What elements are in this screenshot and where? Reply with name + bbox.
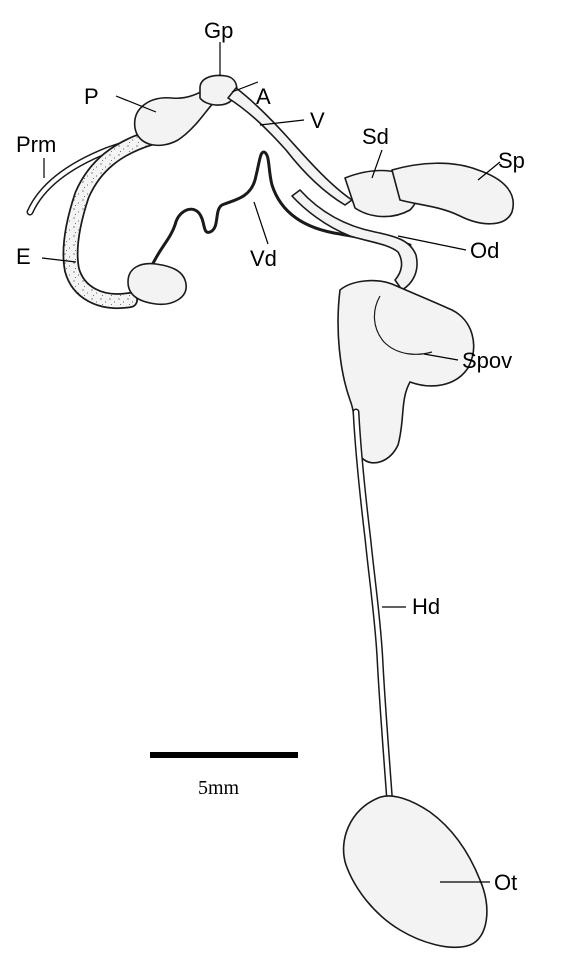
label-ot: Ot (494, 870, 517, 895)
label-hd: Hd (412, 594, 440, 619)
label-v: V (310, 108, 325, 133)
label-p: P (84, 84, 99, 109)
leader-vd (254, 202, 268, 244)
label-sd: Sd (362, 124, 389, 149)
label-od: Od (470, 238, 499, 263)
label-gp: Gp (204, 18, 233, 43)
scale-bar-label: 5mm (198, 777, 240, 799)
ovotestis (344, 796, 487, 947)
label-vd: Vd (250, 246, 277, 271)
label-a: A (256, 84, 271, 109)
label-sp: Sp (498, 148, 525, 173)
label-e: E (16, 244, 31, 269)
spermatheca (392, 163, 513, 224)
epiphallus-coil (128, 264, 186, 305)
vagina (228, 88, 352, 205)
label-prm: Prm (16, 132, 56, 157)
label-spov: Spov (462, 348, 512, 373)
